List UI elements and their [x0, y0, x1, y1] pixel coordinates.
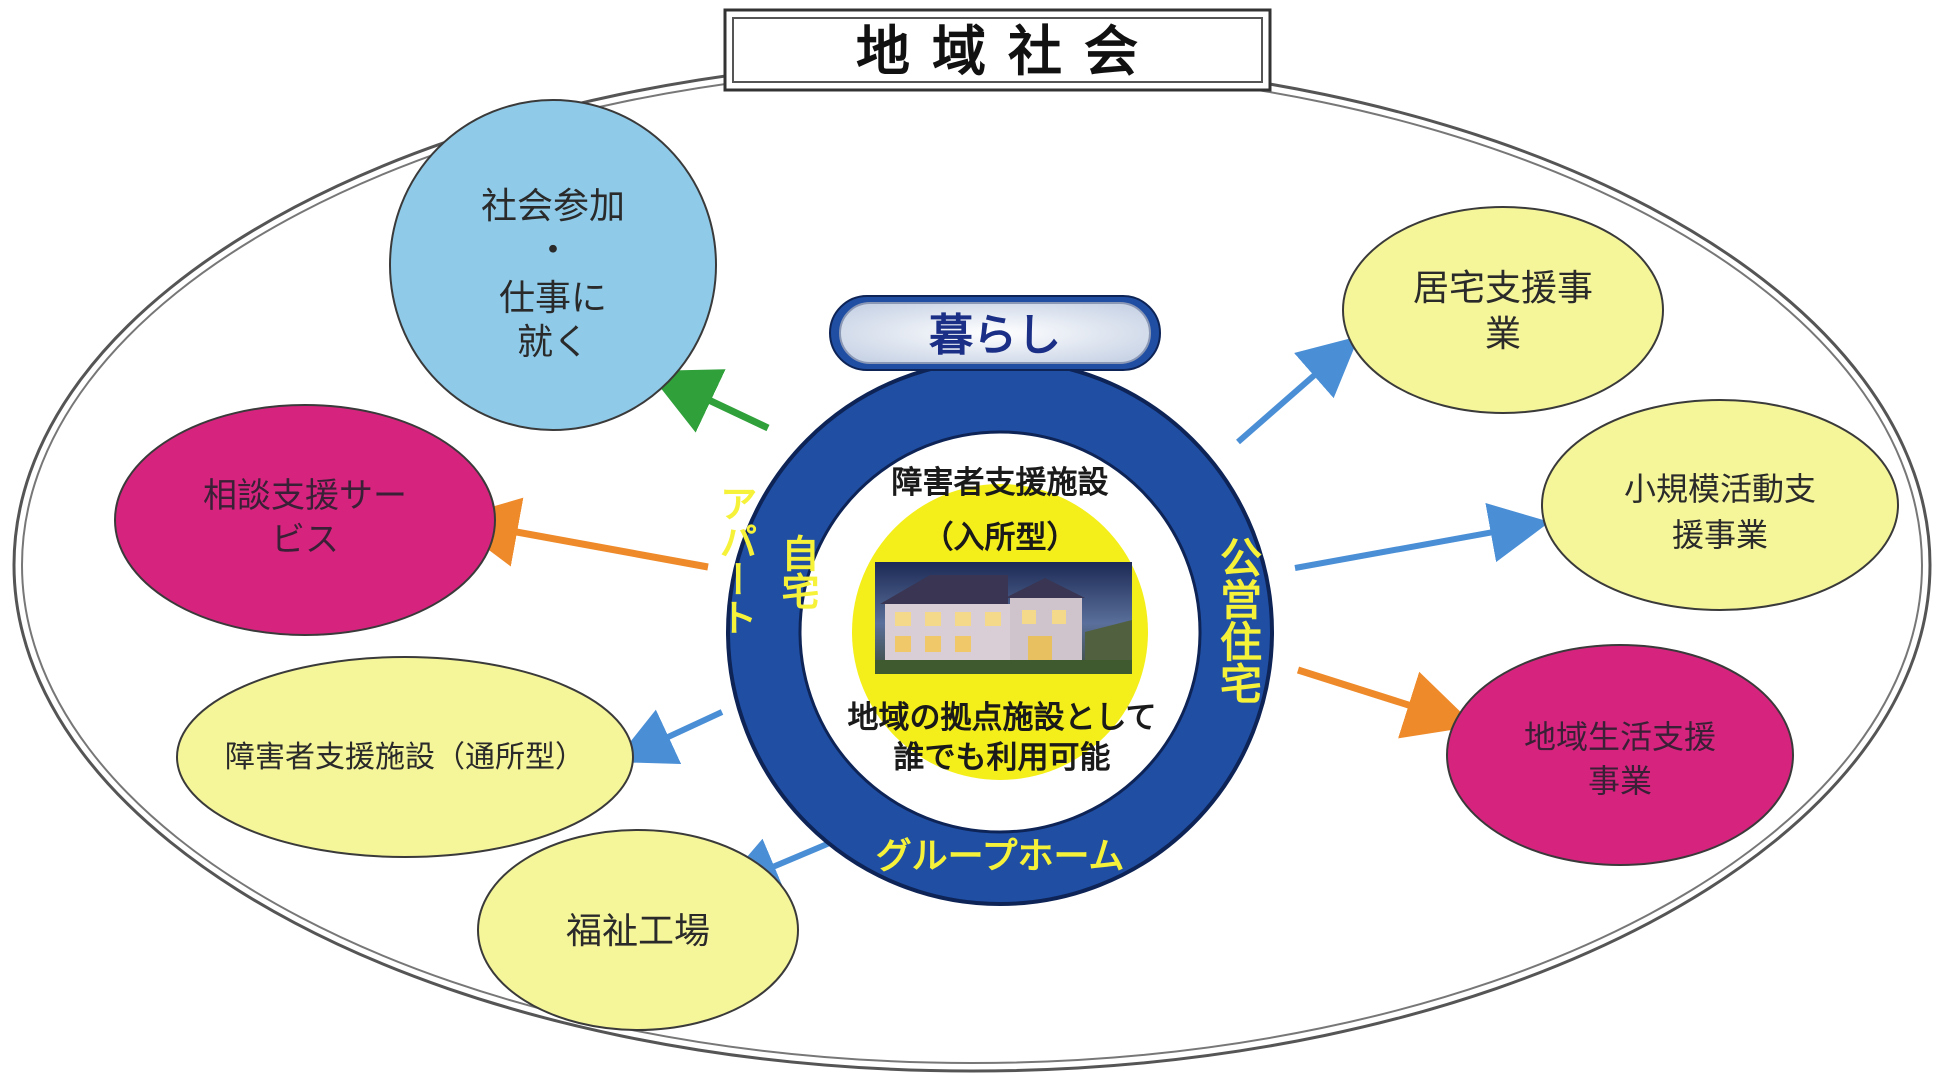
- node-social-line-2: ・: [535, 230, 571, 271]
- node-small-scale-line-1: 小規模活動支: [1624, 470, 1816, 508]
- arrow-to-day-facility: [614, 709, 724, 765]
- node-welfare-factory: 福祉工場: [477, 829, 799, 1031]
- facility-photo: [875, 562, 1132, 674]
- node-social-line-1: 社会参加: [481, 186, 625, 227]
- kurashi-badge: 暮らし: [829, 295, 1161, 371]
- arrows: [448, 336, 1550, 894]
- node-consult-line-2: ビス: [271, 520, 339, 560]
- node-consult-line-1: 相談支援サー: [203, 476, 407, 516]
- ring-label-home-1: 自宅: [775, 534, 819, 610]
- arrow-to-social: [647, 369, 770, 433]
- node-life-support-line-2: 事業: [1588, 762, 1652, 800]
- node-life-support: 地域生活支援 事業: [1446, 644, 1794, 866]
- arrow-to-life-support: [1296, 666, 1476, 739]
- node-consultation: 相談支援サー ビス: [114, 404, 496, 636]
- node-small-scale: 小規模活動支 援事業: [1541, 399, 1899, 611]
- arrow-to-consult: [448, 497, 709, 571]
- arrow-to-small-scale: [1294, 503, 1550, 571]
- ring-label-home-2: アパート: [713, 484, 757, 636]
- kurashi-label: 暮らし: [929, 310, 1061, 361]
- ring-label-group-home: グループホーム: [876, 836, 1125, 877]
- node-factory-label: 福祉工場: [566, 911, 710, 952]
- ring-label-public-housing: 公営住宅: [1214, 536, 1263, 704]
- page-title: 地域社会: [856, 20, 1160, 83]
- center-facility-title: 障害者支援施設: [892, 465, 1109, 501]
- node-day-facility-label: 障害者支援施設（通所型）: [225, 740, 585, 775]
- node-social-line-4: 就く: [517, 322, 589, 363]
- node-small-scale-line-2: 援事業: [1672, 516, 1768, 554]
- center-description-line-1: 地域の拠点施設として: [847, 700, 1156, 736]
- node-day-facility: 障害者支援施設（通所型）: [176, 656, 634, 858]
- center-description-line-2: 誰でも利用可能: [894, 740, 1111, 776]
- node-home-support-line-1: 居宅支援事: [1413, 268, 1593, 309]
- title-box: 地域社会: [723, 8, 1272, 92]
- node-home-support-line-2: 業: [1485, 314, 1521, 355]
- arrow-to-home-support: [1236, 336, 1360, 445]
- node-life-support-line-1: 地域生活支援: [1524, 718, 1716, 756]
- center-facility-type: （入所型）: [923, 520, 1078, 556]
- node-home-support: 居宅支援事 業: [1342, 206, 1664, 414]
- node-social-participation: 社会参加 ・ 仕事に 就く: [389, 99, 717, 431]
- node-social-line-3: 仕事に: [499, 278, 607, 319]
